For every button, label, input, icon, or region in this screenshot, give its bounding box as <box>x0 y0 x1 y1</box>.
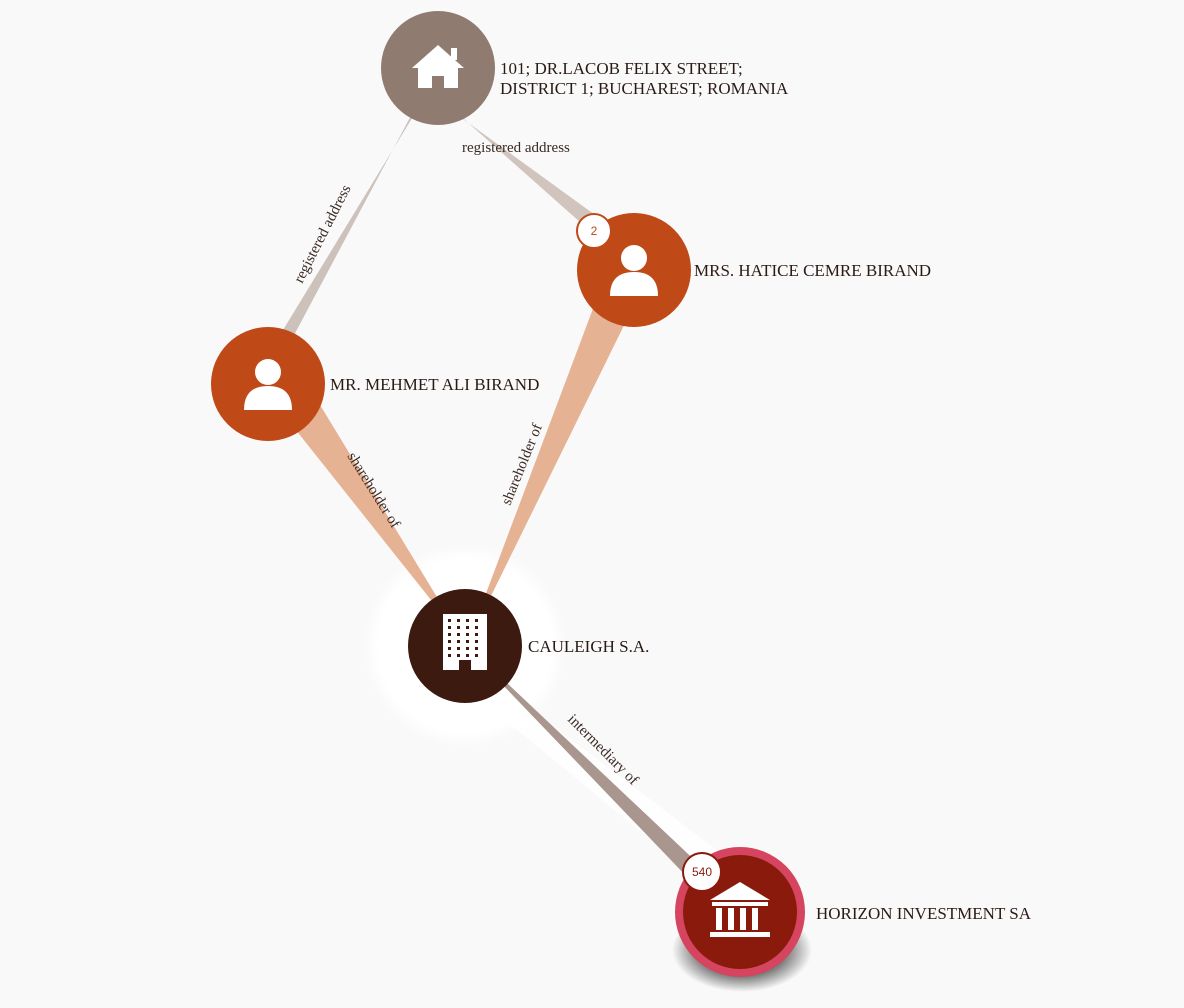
building-window <box>475 619 478 622</box>
node-mehmet-label: MR. MEHMET ALI BIRAND <box>330 375 539 394</box>
building-window <box>457 654 460 657</box>
building-window <box>448 633 451 636</box>
node-mehmet[interactable]: MR. MEHMET ALI BIRAND <box>211 327 539 441</box>
building-window <box>457 626 460 629</box>
building-window <box>466 619 469 622</box>
node-cauleigh-label: CAULEIGH S.A. <box>528 637 649 656</box>
person-icon <box>244 359 292 410</box>
node-hatice-label: MRS. HATICE CEMRE BIRAND <box>694 261 931 280</box>
horizon-count-badge-text: 540 <box>692 865 712 879</box>
hatice-count-badge[interactable]: 2 <box>576 213 612 249</box>
edge-hatice-cauleigh-line <box>485 290 634 598</box>
house-icon <box>412 45 464 88</box>
building-window <box>475 633 478 636</box>
node-address-label-line1: 101; DR.LACOB FELIX STREET; <box>500 59 743 78</box>
node-hatice[interactable]: 2 MRS. HATICE CEMRE BIRAND <box>576 213 931 327</box>
edge-label-hatice-address: registered address <box>462 140 570 156</box>
building-window <box>466 654 469 657</box>
node-horizon[interactable]: 540 HORIZON INVESTMENT SA <box>672 847 1032 992</box>
building-window <box>448 626 451 629</box>
node-horizon-label: HORIZON INVESTMENT SA <box>816 904 1032 923</box>
building-window <box>457 619 460 622</box>
building-window <box>466 640 469 643</box>
edge-cauleigh-horizon-line <box>500 682 722 886</box>
building-window <box>457 633 460 636</box>
building-window <box>448 654 451 657</box>
building-window <box>466 626 469 629</box>
person-icon <box>610 245 658 296</box>
bank-icon <box>710 882 770 937</box>
horizon-count-badge-circle <box>682 852 722 892</box>
building-window <box>457 640 460 643</box>
building-window <box>466 647 469 650</box>
building-window <box>475 654 478 657</box>
building-window <box>448 619 451 622</box>
hatice-count-badge-circle <box>576 213 612 249</box>
node-address[interactable]: 101; DR.LACOB FELIX STREET; DISTRICT 1; … <box>381 11 789 125</box>
building-window <box>475 647 478 650</box>
node-cauleigh[interactable]: CAULEIGH S.A. <box>408 589 649 703</box>
building-window <box>466 633 469 636</box>
node-address-label-line2: DISTRICT 1; BUCHAREST; ROMANIA <box>500 79 789 98</box>
edge-mehmet-cauleigh-line <box>272 400 440 605</box>
edge-cauleigh-horizon[interactable] <box>500 682 722 886</box>
edge-mehmet-cauleigh[interactable] <box>272 400 440 605</box>
building-icon <box>443 614 487 670</box>
building-window <box>457 647 460 650</box>
building-window <box>448 640 451 643</box>
edge-hatice-cauleigh[interactable] <box>485 290 634 598</box>
building-window <box>448 647 451 650</box>
hatice-count-badge-text: 2 <box>591 224 598 238</box>
horizon-count-badge[interactable]: 540 <box>682 852 722 892</box>
building-window <box>475 626 478 629</box>
building-window <box>475 640 478 643</box>
